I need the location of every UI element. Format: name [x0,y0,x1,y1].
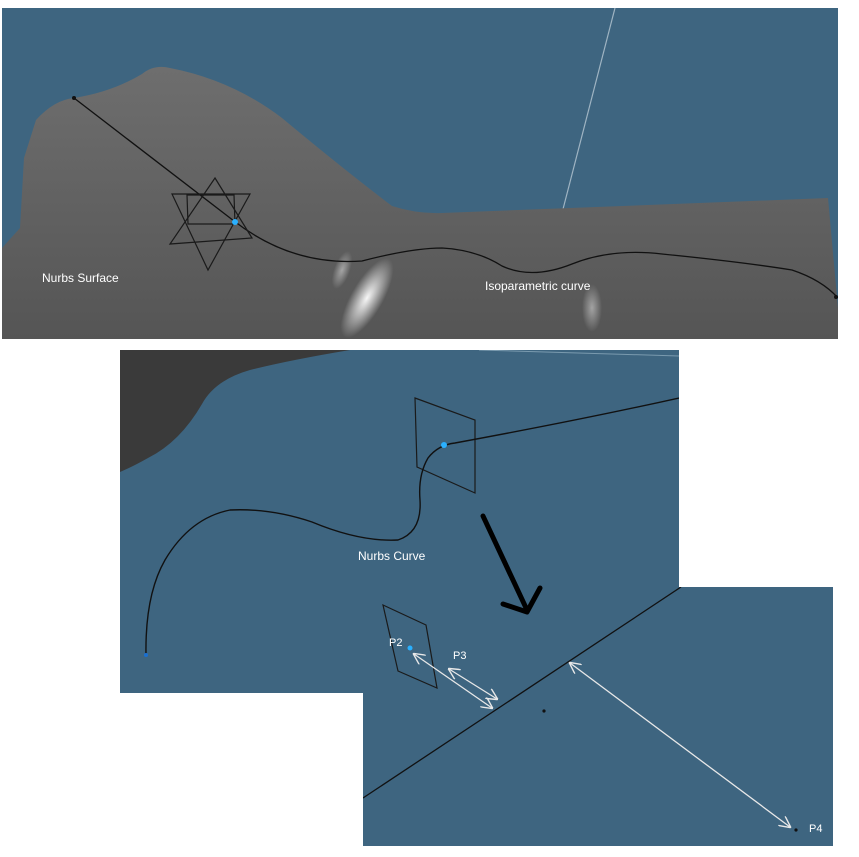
top-viewport: Nurbs Surface Isoparametric curve [2,8,838,339]
specular-highlight [340,258,394,338]
top-viewport-canvas: Nurbs Surface Isoparametric curve [2,8,838,339]
tangent-plane-icon [414,397,476,494]
isoparametric-curve-label: Isoparametric curve [485,279,591,293]
curve-end-point [834,295,838,299]
curve-start-point [72,96,76,100]
projection-viewport-canvas [363,587,833,846]
viewport-background [363,587,833,846]
projected-point [542,709,546,713]
nurbs-curve-label: Nurbs Curve [358,549,426,563]
projection-line [363,587,682,799]
nurbs-curve [145,397,679,656]
surface-fragment [120,350,350,472]
projection-viewport [363,587,833,846]
curve-end-point [144,653,148,657]
isoparametric-curve [73,97,838,299]
specular-highlight-right [582,284,602,332]
curve-point-highlight [441,442,447,448]
nurbs-surface [2,66,838,339]
reference-line [478,350,679,357]
point-p4 [794,828,798,832]
reference-line [561,8,616,214]
nurbs-surface-label: Nurbs Surface [42,271,119,285]
specular-highlight-small [331,251,353,289]
surface-point-highlight [232,219,238,225]
